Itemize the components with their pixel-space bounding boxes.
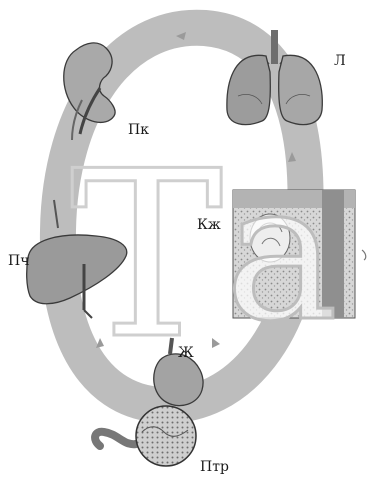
label-skin: Кж [197,218,221,232]
label-lungs: Л [334,54,346,68]
label-liver: Пч [8,254,29,268]
watermark-letter-t: Т [70,123,223,390]
label-kidney: Пк [128,123,149,137]
label-stomach: Ж [178,346,194,360]
intestine-illustration [136,406,196,466]
watermark-letter-a: а [225,142,338,363]
label-intestine: Птр [200,460,229,474]
